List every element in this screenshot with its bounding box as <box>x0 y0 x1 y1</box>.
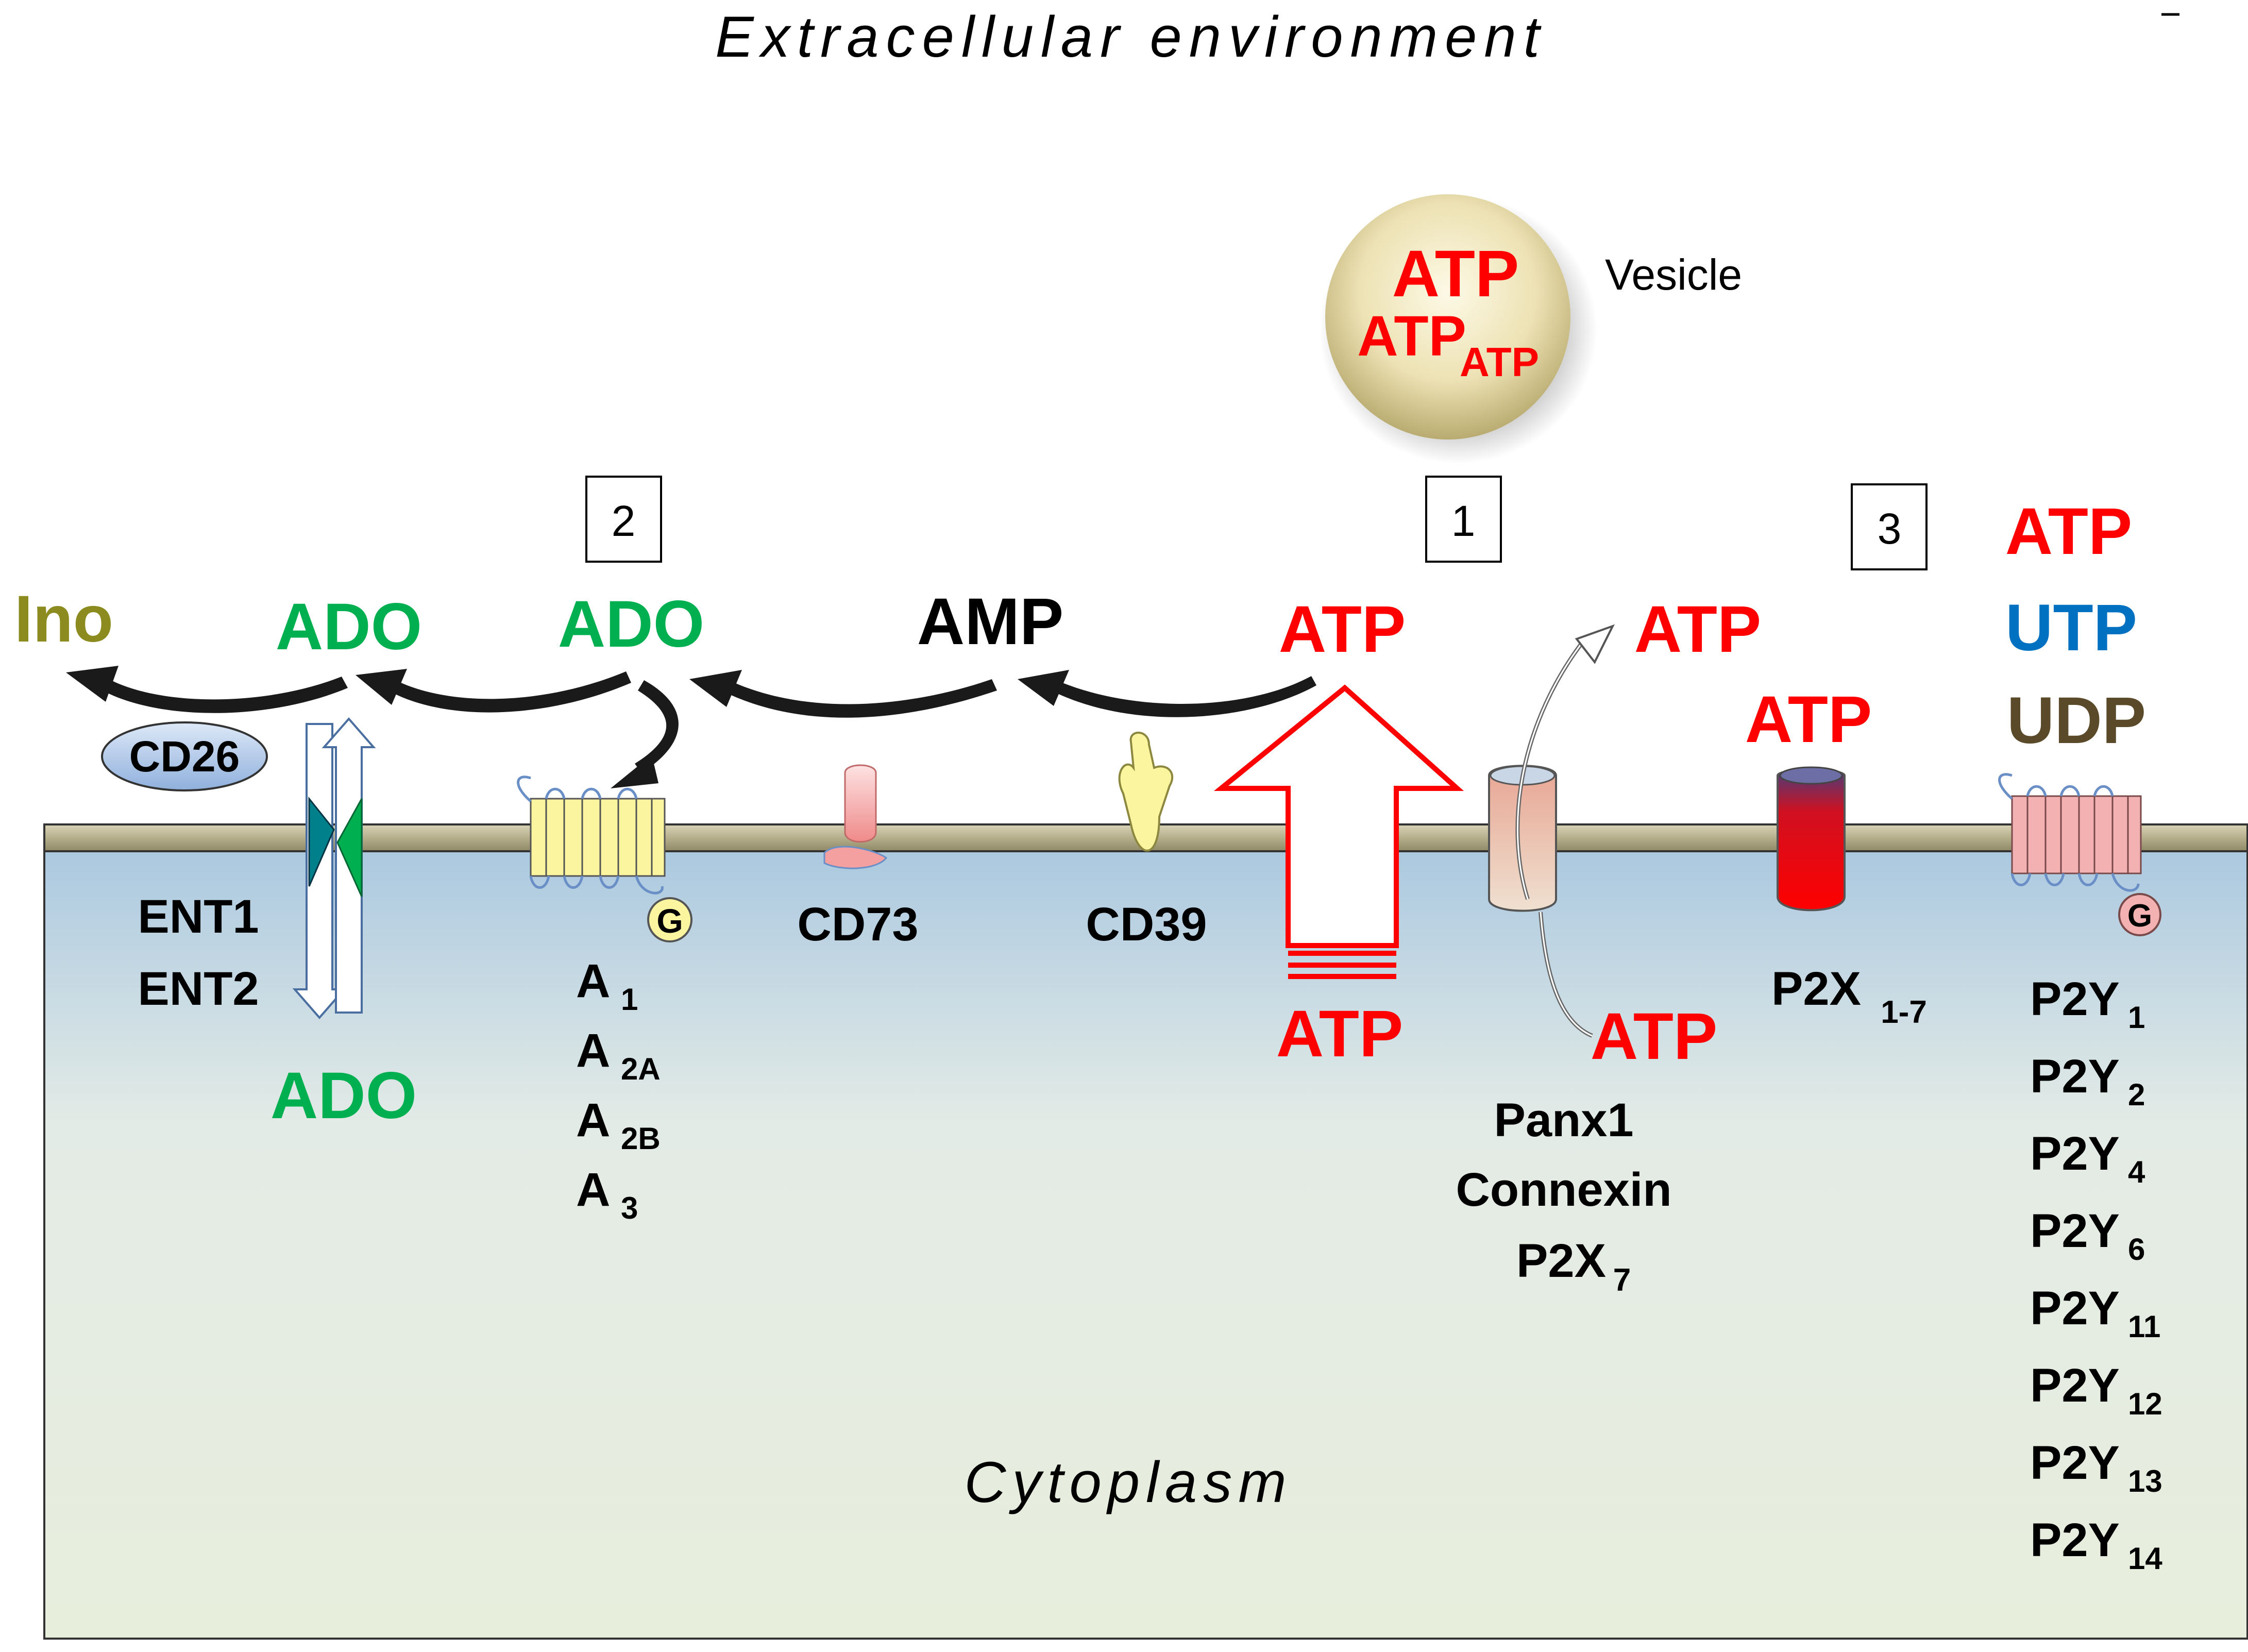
atp-right-label: ATP <box>2005 495 2133 568</box>
p2y-receptor-name: P2Y <box>2030 1359 2120 1412</box>
ent1-label: ENT1 <box>138 890 259 943</box>
ado-inside-label: ADO <box>271 1059 417 1133</box>
p2y-receptor-name: P2Y <box>2030 1282 2120 1335</box>
ent-transporter <box>292 717 376 1020</box>
atp-inside-label: ATP <box>1276 997 1404 1071</box>
adenosine-receptor-name: A <box>576 955 610 1007</box>
panx1-channel <box>1488 624 1615 1038</box>
g-protein-right: G <box>2127 898 2152 934</box>
p2x-sub: 1-7 <box>1881 994 1927 1030</box>
extracellular-label: Extracellular environment <box>715 5 1547 69</box>
adenosine-receptor-subscript: 1 <box>621 982 638 1017</box>
vesicle-atp-top: ATP <box>1392 237 1519 311</box>
ent2-label: ENT2 <box>138 963 259 1015</box>
adenosine-receptor-subscript: 2A <box>621 1052 661 1086</box>
amp-label: AMP <box>917 585 1063 659</box>
p2y-receptor <box>1998 773 2161 936</box>
cd39-enzyme <box>1118 731 1174 852</box>
ado-left-label: ADO <box>276 590 422 664</box>
box-2-label: 2 <box>612 497 636 545</box>
p2x-label: P2X <box>1771 963 1861 1015</box>
vesicle-label: Vesicle <box>1605 250 1742 299</box>
adenosine-receptor-name: A <box>576 1164 610 1216</box>
connexin-label: Connexin <box>1456 1164 1671 1216</box>
p2x-channel <box>1777 766 1846 912</box>
atp-p2x-label: ATP <box>1745 683 1872 756</box>
p2y-receptor-subscript: 6 <box>2128 1232 2145 1267</box>
vesicle: ATP ATP ATP <box>1319 194 1597 464</box>
ado-mid-label: ADO <box>558 587 704 661</box>
cytoplasm-label: Cytoplasm <box>964 1450 1292 1514</box>
p2y-receptor-name: P2Y <box>2030 973 2120 1025</box>
box-3-label: 3 <box>1878 504 1902 553</box>
ino-label: Ino <box>14 582 113 656</box>
adenosine-receptor-name: A <box>576 1094 610 1147</box>
adenosine-receptor <box>517 776 692 942</box>
p2y-receptor-subscript: 1 <box>2128 1000 2145 1035</box>
atp-panx-out-label: ATP <box>1634 593 1762 666</box>
udp-label: UDP <box>2007 684 2146 757</box>
box-1 <box>1425 476 1502 563</box>
p2x7-label: P2X <box>1516 1235 1606 1287</box>
box-3 <box>1851 483 1928 570</box>
atp-panx-in-label: ATP <box>1591 1000 1718 1073</box>
cytoplasm-region <box>43 844 2248 1640</box>
panx1-label: Panx1 <box>1494 1094 1633 1147</box>
p2y-receptor-subscript: 12 <box>2128 1387 2162 1421</box>
cd26-label: CD26 <box>129 732 240 781</box>
p2y-receptor-subscript: 14 <box>2128 1541 2162 1576</box>
p2y-receptor-subscript: 11 <box>2128 1309 2160 1344</box>
p2y-receptor-subscript: 2 <box>2128 1077 2145 1112</box>
atp-release-label: ATP <box>1279 593 1406 666</box>
adenosine-receptor-subscript: 2B <box>621 1121 661 1156</box>
p2y-receptor-subscript: 4 <box>2128 1155 2145 1189</box>
p2y-receptor-name: P2Y <box>2030 1205 2120 1257</box>
vesicle-atp-mid: ATP <box>1357 305 1466 368</box>
p2y-receptor-name: P2Y <box>2030 1127 2120 1180</box>
g-protein-left: G <box>656 902 683 940</box>
p2y-receptor-name: P2Y <box>2030 1514 2120 1566</box>
utp-label: UTP <box>2005 591 2137 665</box>
vesicle-atp-sub: ATP <box>1460 339 1539 385</box>
p2y-receptor-subscript: 13 <box>2128 1464 2162 1498</box>
cd73-label: CD73 <box>797 898 918 951</box>
cd26-enzyme: CD26 <box>101 721 268 791</box>
cd39-label: CD39 <box>1086 898 1207 951</box>
cd73-enzyme <box>823 764 888 869</box>
p2y-receptor-name: P2Y <box>2030 1437 2120 1489</box>
atp-release-arrow <box>1213 684 1464 979</box>
catabolism-arrows <box>66 666 1316 788</box>
adenosine-receptor-name: A <box>576 1024 610 1077</box>
p2y-receptor-name: P2Y <box>2030 1050 2120 1103</box>
box-1-label: 1 <box>1451 497 1476 545</box>
adenosine-receptor-subscript: 3 <box>621 1191 638 1225</box>
p2x7-sub: 7 <box>1613 1262 1631 1298</box>
box-2 <box>585 476 662 563</box>
